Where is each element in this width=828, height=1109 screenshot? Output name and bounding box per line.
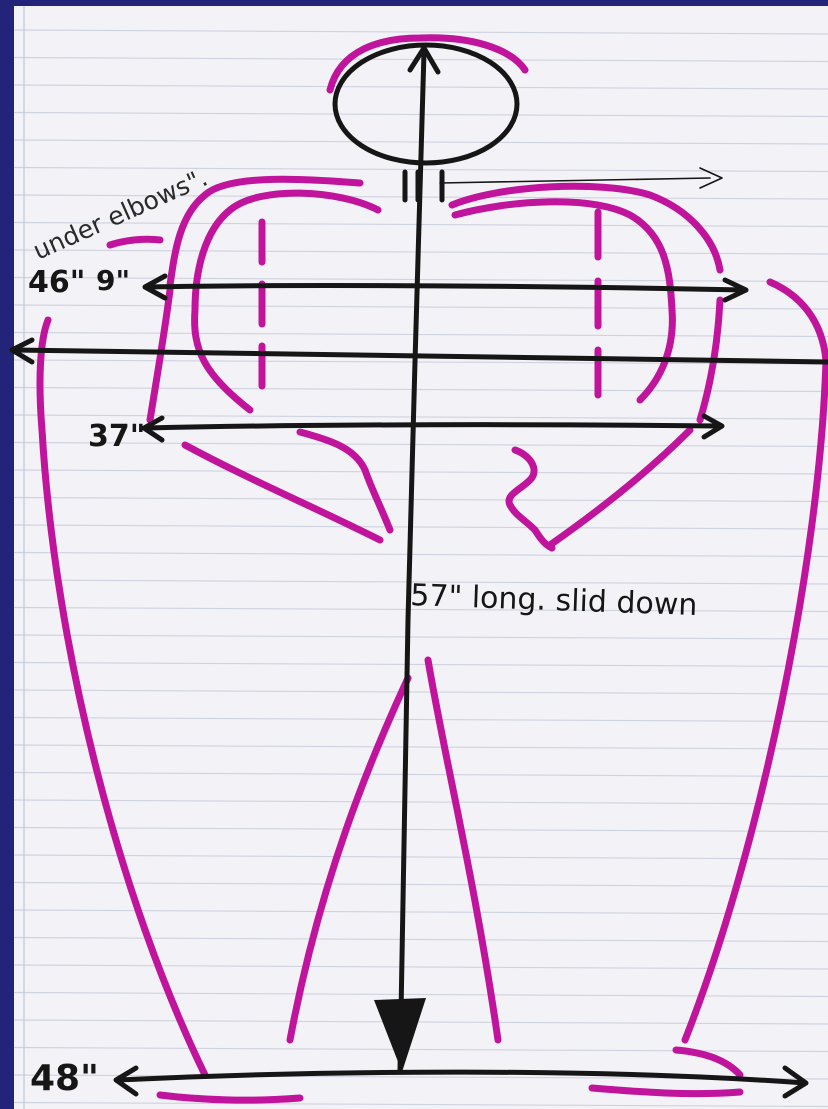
bottom-width-label: 48" — [30, 1058, 99, 1099]
mid-width-label: 37" — [88, 419, 145, 454]
shoulder-right-label: 9" — [96, 264, 130, 297]
shoulder-left-label: 46" — [28, 265, 85, 300]
